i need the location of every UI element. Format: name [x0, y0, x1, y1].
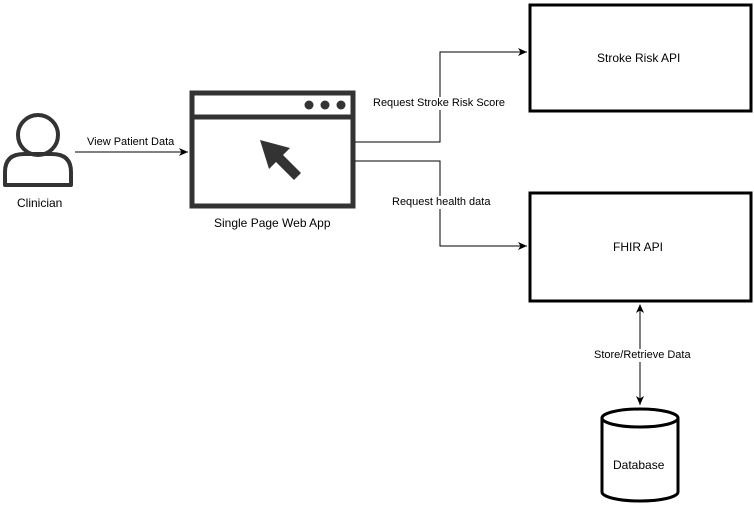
cursor-arrow-icon [260, 140, 301, 180]
window-dot-icon [320, 100, 330, 110]
window-dot-icon [336, 100, 346, 110]
edge-label-view-patient-data: View Patient Data [86, 136, 176, 149]
fhir-api-box[interactable] [528, 191, 753, 303]
clinician-icon[interactable] [3, 113, 73, 187]
database-label: Database [613, 458, 665, 472]
edge-label-request-stroke-risk-score: Request Stroke Risk Score [372, 97, 507, 110]
stroke-risk-api-box[interactable] [528, 3, 753, 113]
web-app-browser-icon[interactable] [189, 90, 356, 209]
clinician-label: Clinician [17, 196, 63, 210]
window-dot-icon [304, 100, 314, 110]
edge-label-request-health-data: Request health data [391, 196, 492, 209]
database-icon[interactable] [600, 407, 680, 503]
web-app-label: Single Page Web App [214, 216, 331, 230]
stroke-risk-api-label: Stroke Risk API [597, 51, 681, 65]
fhir-api-label: FHIR API [613, 240, 664, 254]
edge-label-store-retrieve-data: Store/Retrieve Data [593, 349, 692, 362]
